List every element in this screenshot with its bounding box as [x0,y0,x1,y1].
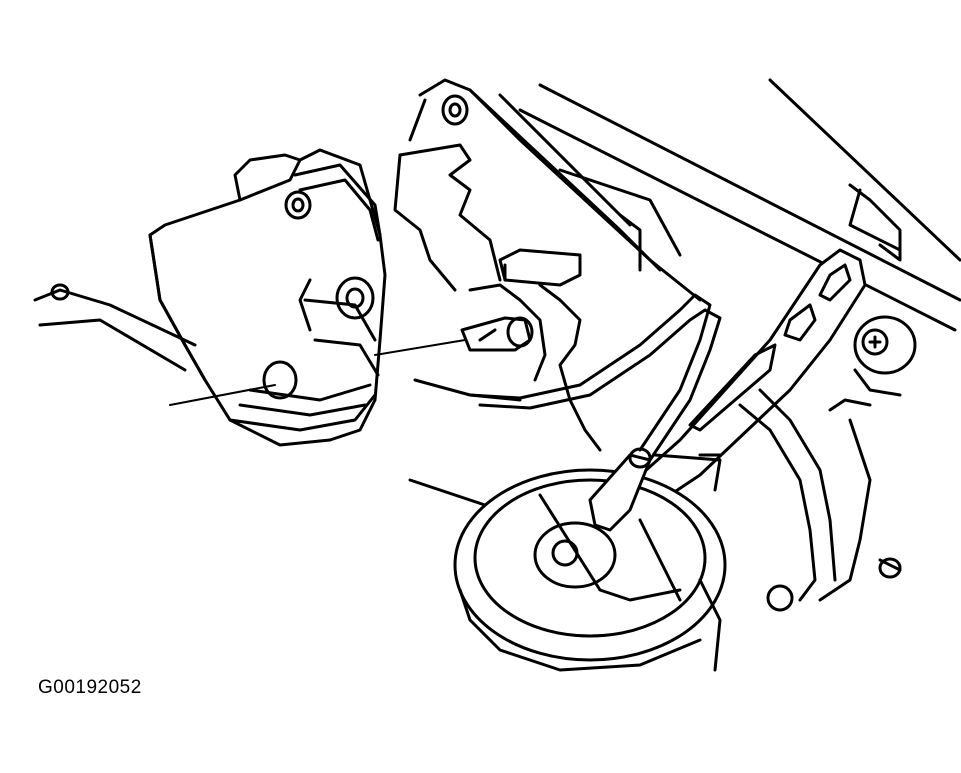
mount-bracket [441,94,602,452]
actuator-shaft [460,316,534,352]
left-bracket-bar [33,283,197,372]
linkage-arm [628,248,867,612]
installation-guides [169,339,466,406]
control-cable [468,293,722,462]
actuator-rod [588,447,722,532]
upper-frame-rail [518,78,961,332]
vacuum-diaphragm [453,468,727,672]
pivot-knob [818,315,917,602]
figure-id-label: G00192052 [38,677,142,698]
actuator-motor [148,148,387,447]
